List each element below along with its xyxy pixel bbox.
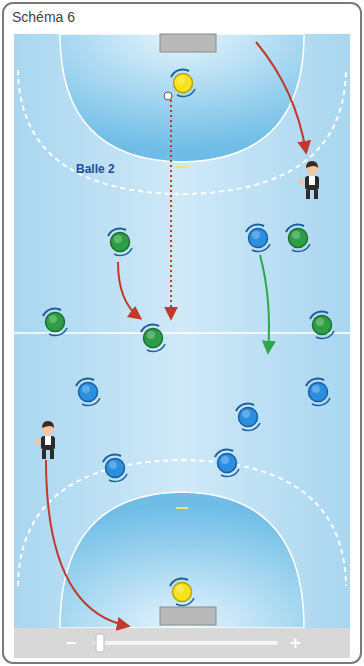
player-token xyxy=(215,449,239,476)
player-token xyxy=(306,378,330,405)
ball xyxy=(164,92,172,100)
referee-figure xyxy=(35,421,55,459)
ball-label: Balle 2 xyxy=(76,162,115,176)
player-token xyxy=(141,324,165,351)
diagram-title: Schéma 6 xyxy=(12,9,75,25)
player-token xyxy=(246,224,270,251)
player-token xyxy=(103,454,127,481)
zoom-minus: − xyxy=(66,633,77,654)
player-token xyxy=(108,228,132,255)
player-token xyxy=(171,69,195,96)
referee-figure xyxy=(299,161,319,199)
player-token xyxy=(286,224,310,251)
player-token xyxy=(236,403,260,430)
zoom-plus: + xyxy=(290,633,301,654)
player-token xyxy=(43,308,67,335)
player-token xyxy=(76,378,100,405)
player-token xyxy=(170,578,194,605)
player-token xyxy=(310,311,334,338)
